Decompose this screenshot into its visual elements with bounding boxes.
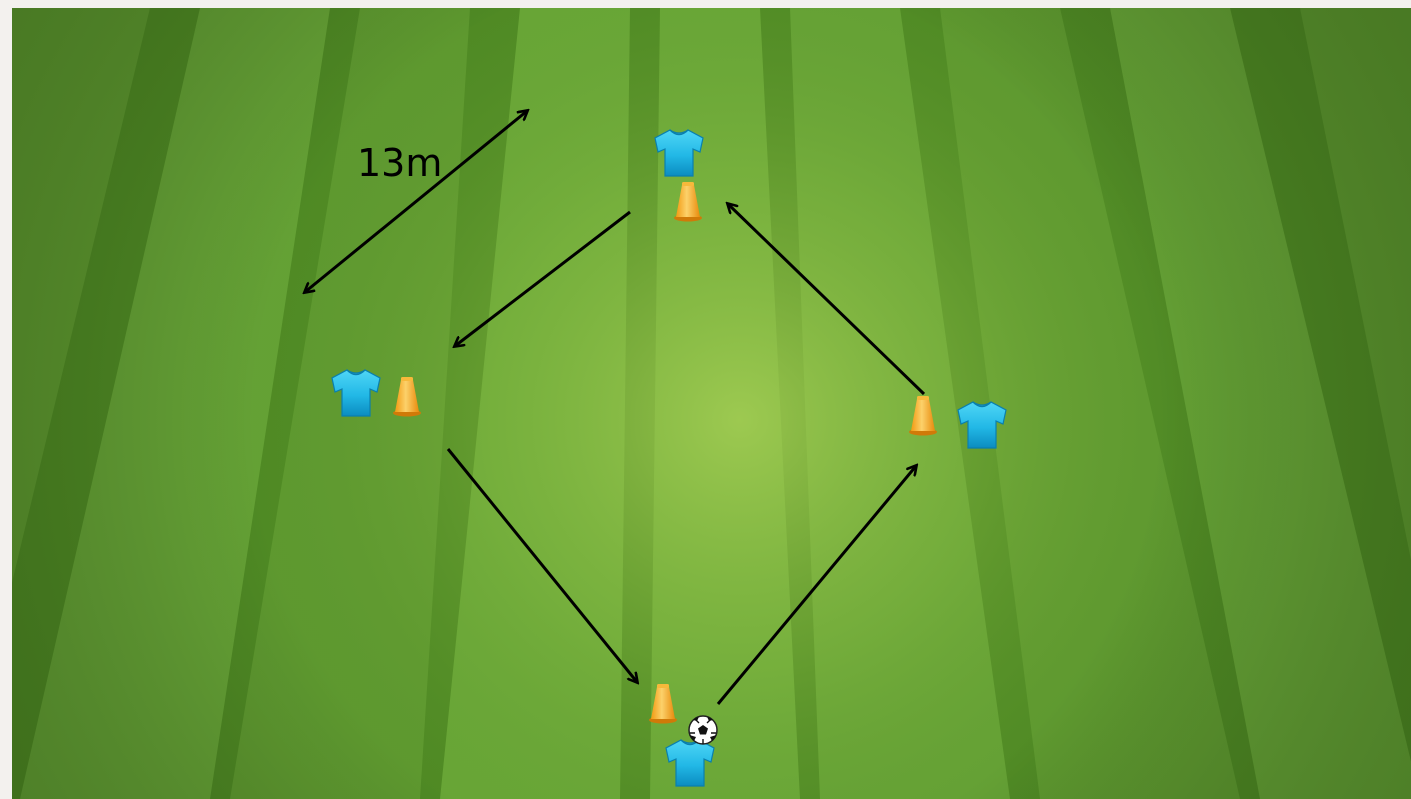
pass-arrow-left-to-bottom <box>446 448 637 682</box>
cone-right <box>909 396 937 436</box>
player-right-shirt-icon <box>957 401 1007 449</box>
cone-top <box>674 182 702 222</box>
cone-bottom <box>649 684 677 724</box>
player-left-shirt-icon <box>331 369 381 417</box>
pass-arrow-right-to-top <box>728 204 926 396</box>
player-top-shirt-icon <box>654 129 704 177</box>
pass-arrow-top-to-left <box>455 210 631 346</box>
soccer-ball-icon <box>688 715 718 745</box>
pass-arrow-bottom-to-right <box>716 466 916 705</box>
passing-arrows <box>446 204 926 705</box>
pitch <box>12 8 1411 799</box>
measure-arrow <box>305 111 527 292</box>
cone-left <box>393 377 421 417</box>
distance-label: 13m <box>357 141 442 185</box>
